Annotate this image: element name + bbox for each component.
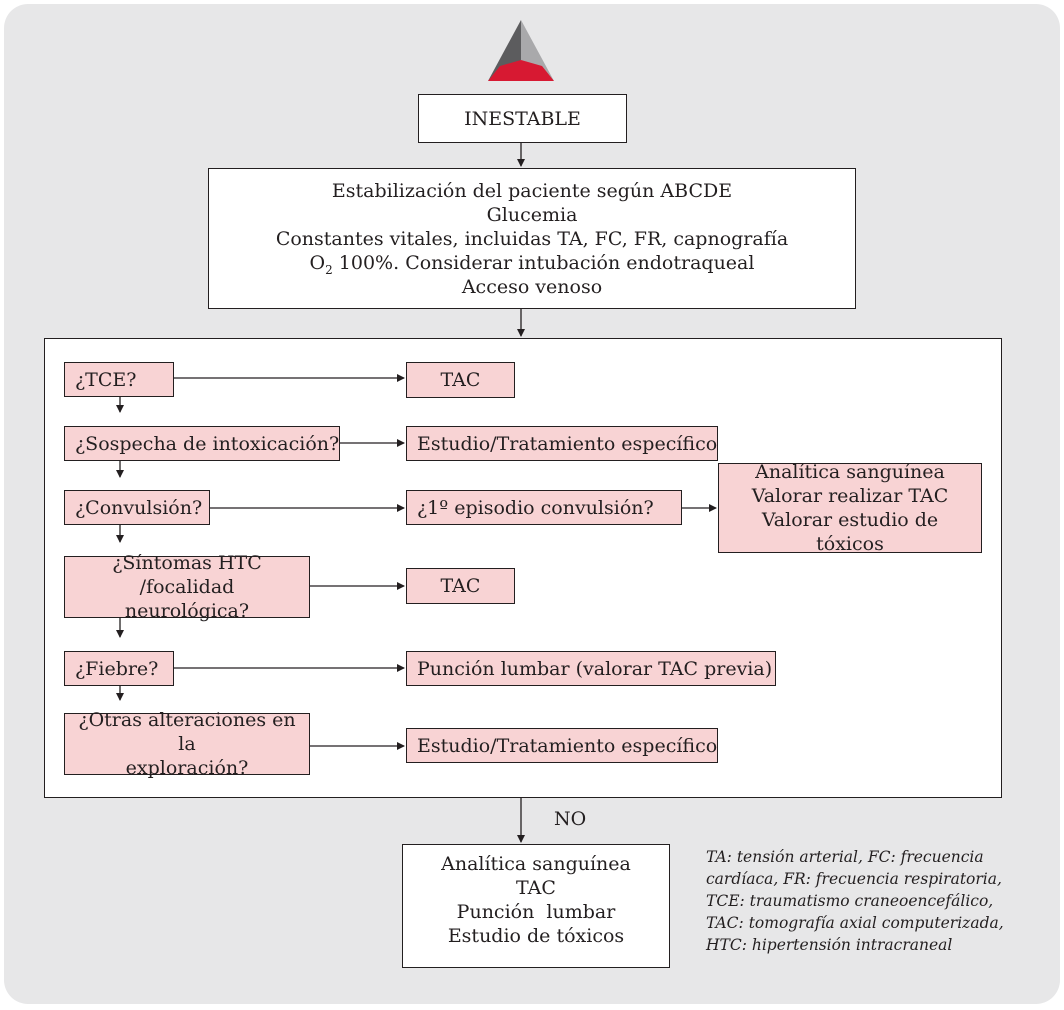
action-specific-study-1: Estudio/Tratamiento específico (406, 426, 718, 461)
triangle-logo-icon (488, 20, 554, 81)
oxygen-symbol: O (309, 252, 326, 274)
final-line-4: Estudio de tóxicos (447, 925, 625, 947)
action-specific-study-2: Estudio/Tratamiento específico (406, 728, 718, 763)
question-htc-line-1: ¿Síntomas HTC /focalidad (112, 552, 262, 598)
action-lumbar-puncture-label: Punción lumbar (valorar TAC previa) (417, 657, 773, 680)
question-other-line-2: exploración? (125, 757, 249, 779)
action-first-episode: ¿1º episodio convulsión? (406, 490, 682, 525)
action-tac-2: TAC (406, 568, 515, 604)
action-specific-study-1-label: Estudio/Tratamiento específico (417, 432, 718, 455)
final-box: Analítica sanguínea TAC Punción lumbar E… (402, 844, 670, 968)
question-other: ¿Otras alteraciones en la exploración? (64, 709, 310, 779)
question-other-line-1: ¿Otras alteraciones en la (78, 709, 296, 755)
abbreviation-line-2: cardíaca, FR: frecuencia respiratoria, (706, 870, 1002, 888)
question-htc: ¿Síntomas HTC /focalidad neurológica? (64, 552, 310, 622)
abbreviations-note: TA: tensión arterial, FC: frecuencia car… (706, 846, 1046, 956)
stabilization-line-2: Glucemia (486, 204, 578, 226)
first-episode-result-1: Analítica sanguínea (755, 461, 945, 483)
question-fever: ¿Fiebre? (64, 651, 174, 686)
stabilization-line-1: Estabilización del paciente según ABCDE (331, 180, 733, 202)
final-line-2: TAC (516, 877, 556, 899)
start-label: INESTABLE (464, 107, 581, 130)
oxygen-text: 100%. Considerar intubación endotraqueal (332, 252, 755, 274)
stabilization-line-5: Acceso venoso (461, 276, 603, 298)
final-line-1: Analítica sanguínea (441, 853, 631, 875)
action-tac-2-label: TAC (440, 575, 481, 597)
start-box: INESTABLE (418, 94, 627, 143)
abbreviation-line-4: TAC: tomografía axial computerizada, (706, 914, 1004, 932)
question-seizure: ¿Convulsión? (64, 490, 210, 525)
question-intoxication-label: ¿Sospecha de intoxicación? (75, 432, 340, 455)
first-episode-result-3: Valorar estudio de tóxicos (761, 509, 939, 555)
first-episode-result-2: Valorar realizar TAC (751, 485, 949, 507)
question-fever-label: ¿Fiebre? (75, 657, 159, 680)
no-label: NO (554, 808, 587, 830)
action-tac-1-label: TAC (440, 369, 481, 391)
first-episode-results: Analítica sanguínea Valorar realizar TAC… (718, 461, 982, 555)
action-specific-study-2-label: Estudio/Tratamiento específico (417, 734, 718, 757)
question-seizure-label: ¿Convulsión? (75, 496, 203, 519)
action-first-episode-label: ¿1º episodio convulsión? (417, 496, 654, 519)
oxygen-subscript: 2 (325, 262, 333, 277)
question-tce-label: ¿TCE? (75, 368, 137, 391)
action-lumbar-puncture: Punción lumbar (valorar TAC previa) (406, 651, 776, 686)
question-htc-line-2: neurológica? (124, 600, 250, 622)
question-intoxication: ¿Sospecha de intoxicación? (64, 426, 340, 461)
abbreviation-line-3: TCE: traumatismo craneoencefálico, (706, 892, 994, 910)
action-tac-1: TAC (406, 362, 515, 398)
question-tce: ¿TCE? (64, 362, 174, 397)
abbreviation-line-1: TA: tensión arterial, FC: frecuencia (706, 848, 984, 866)
stabilization-line-3: Constantes vitales, incluidas TA, FC, FR… (275, 228, 789, 250)
abbreviation-line-5: HTC: hipertensión intracraneal (706, 936, 953, 954)
final-line-3: Punción lumbar (456, 901, 616, 923)
stabilization-box: Estabilización del paciente según ABCDE … (208, 168, 856, 309)
stabilization-line-4: O2 100%. Considerar intubación endotraqu… (209, 251, 855, 277)
